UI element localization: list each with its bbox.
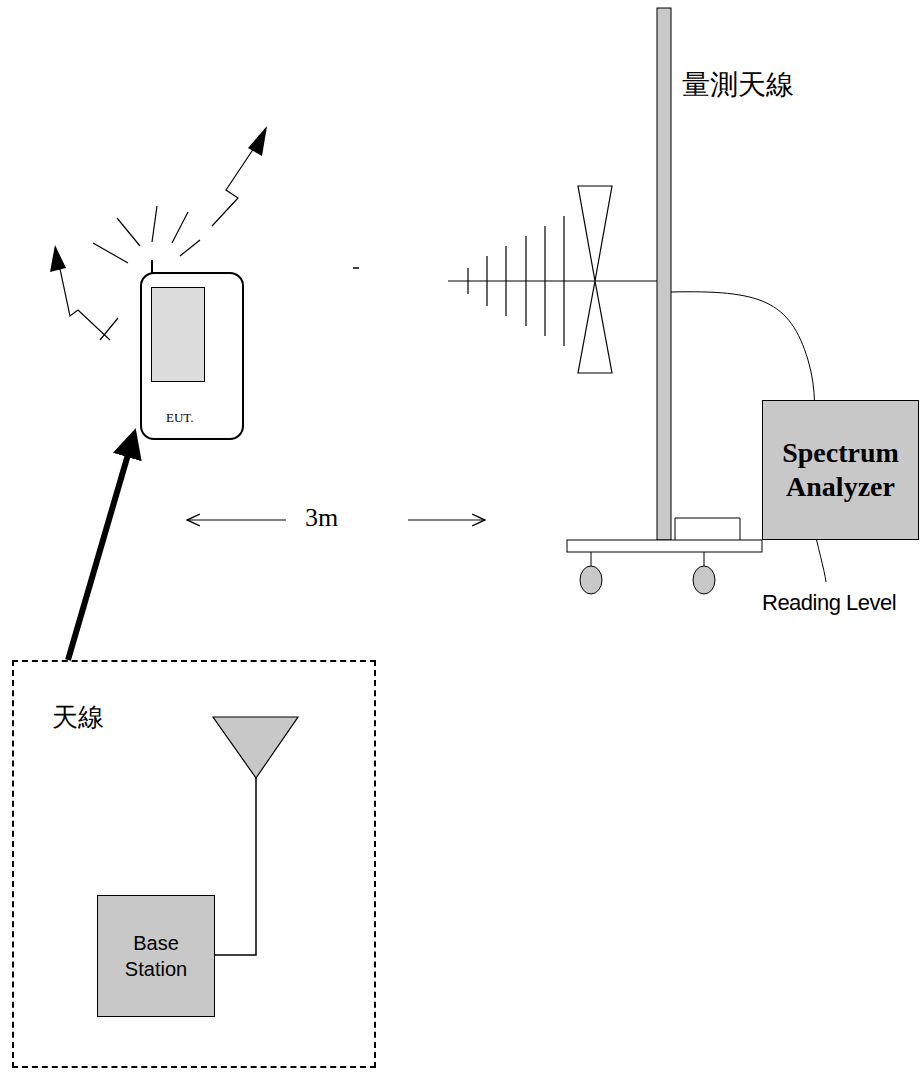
- base-station-region: 天線 Base Station: [12, 660, 376, 1068]
- antenna-symbol: [213, 717, 298, 778]
- antenna-label: 量測天線: [680, 66, 796, 104]
- distance-label: 3m: [303, 503, 340, 533]
- antenna-feed: [213, 778, 256, 955]
- signal-arrowhead: [248, 126, 267, 156]
- phone-screen: [151, 287, 205, 382]
- node-text: EUT.: [166, 410, 194, 426]
- signal-arrowhead: [50, 245, 66, 272]
- antenna-cart: [567, 518, 762, 594]
- output-label: Reading Level: [760, 590, 898, 616]
- dimension-line: [187, 520, 286, 521]
- node-text: Base Station: [105, 930, 207, 982]
- node-text: 天線: [52, 700, 104, 735]
- antenna-mast: [657, 8, 671, 540]
- signal-arrow: [56, 250, 110, 340]
- dash-mark: [353, 267, 359, 269]
- base-station-box: Base Station: [97, 895, 215, 1017]
- signal-arrow: [68, 434, 134, 660]
- dimension-line: [408, 520, 485, 521]
- node-text: Spectrum Analyzer: [770, 436, 911, 503]
- log-periodic-antenna: [448, 186, 657, 373]
- spectrum-analyzer-box: Spectrum Analyzer: [762, 400, 919, 540]
- eut-phone: EUT.: [140, 272, 244, 440]
